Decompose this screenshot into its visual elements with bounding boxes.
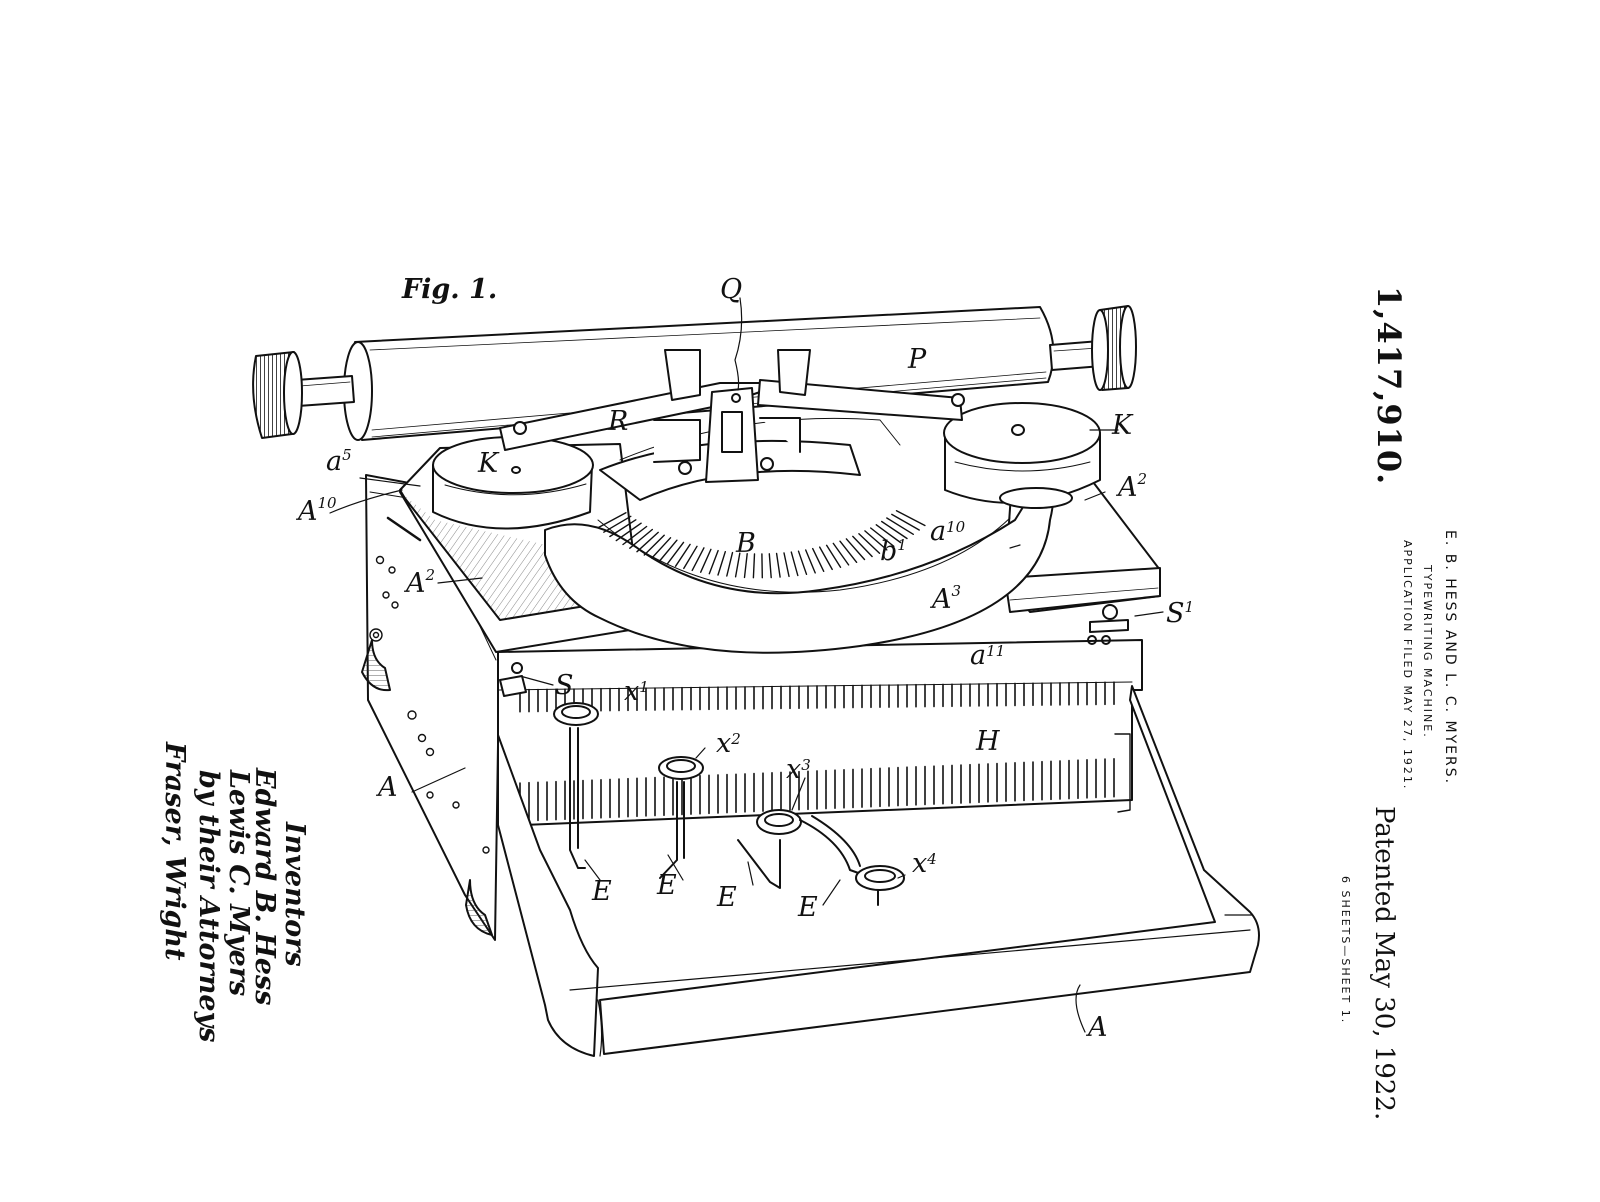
label-A2-right: A2 xyxy=(1115,470,1147,503)
patent-title: TYPEWRITING MACHINE. xyxy=(1421,564,1434,739)
signature-name-2: Lewis C. Myers xyxy=(223,769,254,996)
ribbon-spool-right xyxy=(943,402,1101,509)
label-B: B xyxy=(735,528,756,559)
label-A2-left: A2 xyxy=(403,566,435,599)
label-A10: A10 xyxy=(295,494,337,527)
label-a5: a5 xyxy=(326,446,352,477)
label-x1: x1 xyxy=(624,676,649,707)
patent-sheets: 6 SHEETS—SHEET 1. xyxy=(1339,876,1352,1024)
drawing-labels: Q P R K K a5 A10 A2 A2 B b1 a10 A3 S1 a1… xyxy=(295,274,1194,1043)
label-a10: a10 xyxy=(930,516,966,547)
platen-roller xyxy=(252,305,1137,441)
label-a11: a11 xyxy=(970,640,1005,671)
patent-number: 1,417,910. xyxy=(1370,286,1408,485)
label-E1: E xyxy=(591,876,612,907)
label-K-right: K xyxy=(1111,410,1134,441)
label-K-left: K xyxy=(477,448,500,479)
patent-filed: APPLICATION FILED MAY 27, 1921. xyxy=(1401,540,1414,790)
front-key-panel xyxy=(497,639,1143,827)
signature-name-1: Edward B. Hess xyxy=(249,767,280,1005)
label-S: S xyxy=(555,670,574,701)
inventor-signature: Inventors Edward B. Hess Lewis C. Myers … xyxy=(159,741,310,1042)
keyboard-tray xyxy=(497,685,1260,1057)
label-A-left: A xyxy=(375,772,398,803)
type-basket xyxy=(544,484,1054,654)
switch-details xyxy=(386,516,1129,697)
patent-date: Patented May 30, 1922. xyxy=(1369,806,1399,1120)
signature-heading: Inventors xyxy=(279,821,310,967)
label-b1: b1 xyxy=(880,536,907,567)
label-x2: x2 xyxy=(716,728,741,759)
label-Q: Q xyxy=(720,274,742,305)
label-A3: A3 xyxy=(929,582,961,615)
figure-label: Fig. 1. xyxy=(401,274,497,305)
label-x3: x3 xyxy=(786,754,811,785)
label-R: R xyxy=(607,406,628,437)
patent-header: 1,417,910. E. B. HESS AND L. C. MYERS. T… xyxy=(1339,286,1458,1120)
signature-attorney: Fraser, Wright xyxy=(159,741,190,961)
label-A-bottom: A xyxy=(1085,1012,1108,1043)
label-S1: S1 xyxy=(1166,598,1194,629)
label-H: H xyxy=(975,726,1000,757)
shift-keys xyxy=(553,702,905,906)
label-E3: E xyxy=(716,882,737,913)
label-E4: E xyxy=(797,892,818,923)
leader-lines xyxy=(329,297,1164,1033)
label-P: P xyxy=(907,344,927,375)
patent-inventors: E. B. HESS AND L. C. MYERS. xyxy=(1442,530,1458,785)
ribbon-spool-left xyxy=(432,436,594,530)
typewriter-drawing xyxy=(252,297,1260,1057)
label-E2: E xyxy=(656,870,677,901)
carriage-assembly xyxy=(499,349,965,483)
signature-by-line: by their Attorneys xyxy=(193,770,224,1042)
label-x4: x4 xyxy=(912,848,937,879)
